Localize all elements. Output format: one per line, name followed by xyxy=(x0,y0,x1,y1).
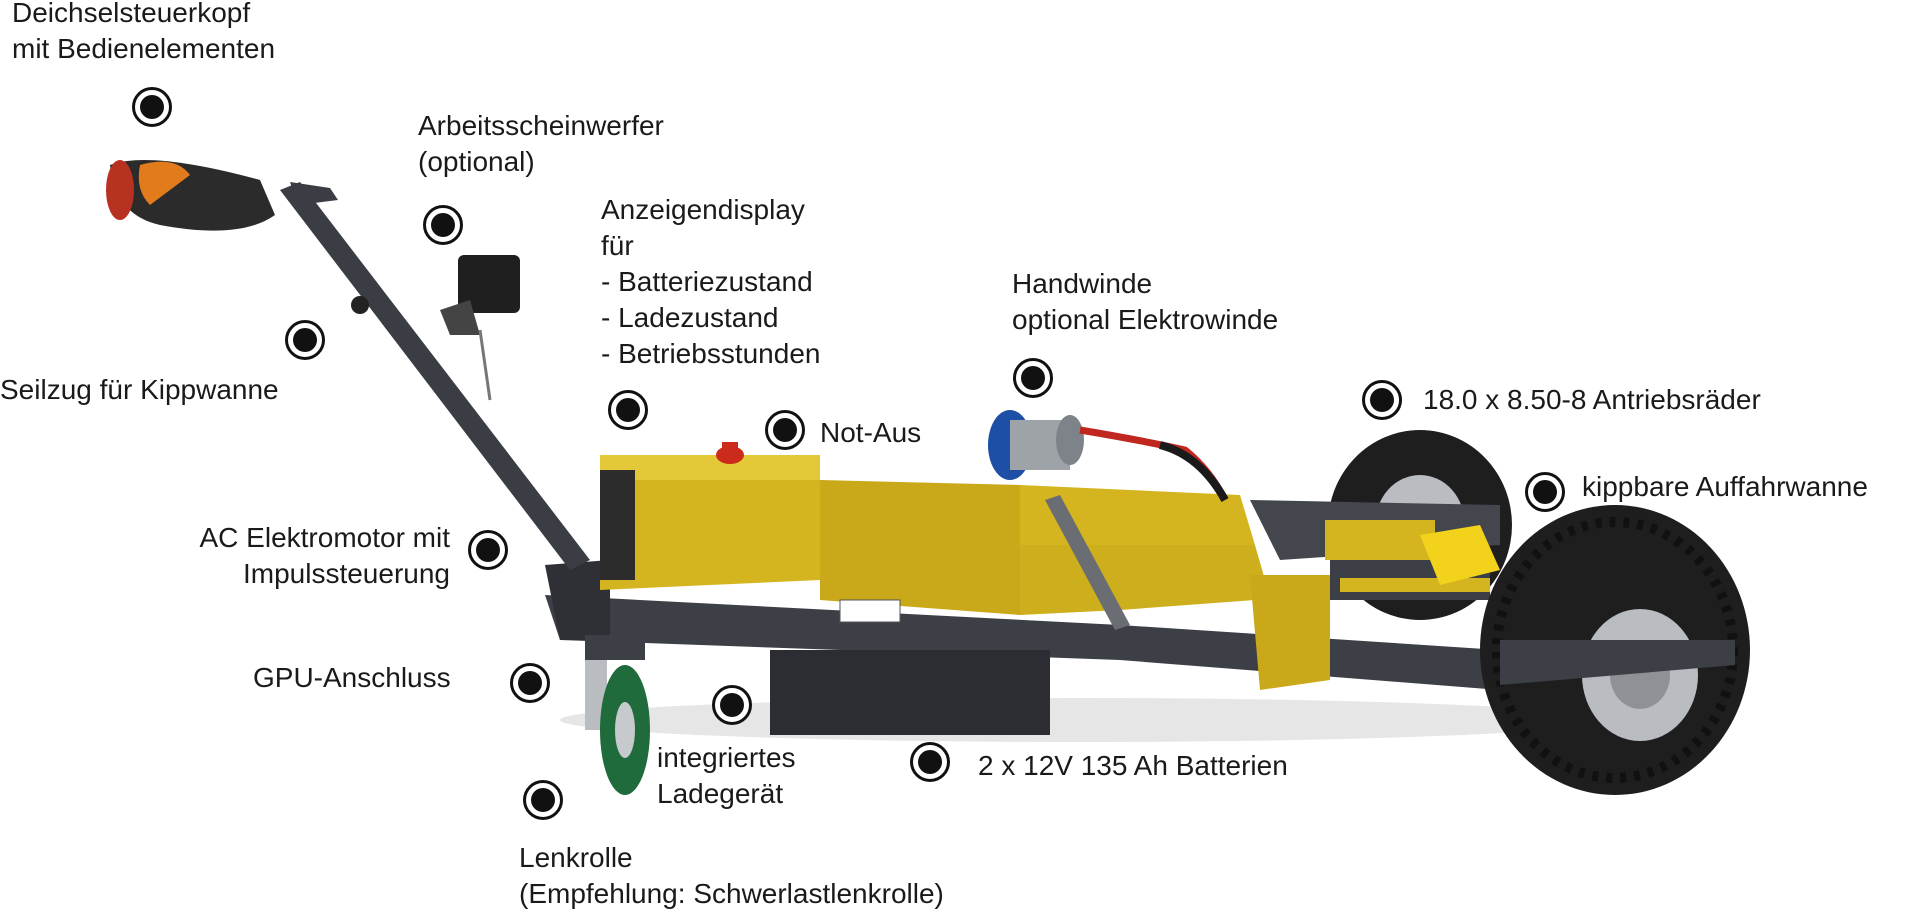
winch xyxy=(988,410,1229,630)
label-wanne: kippbare Auffahrwanne xyxy=(1582,469,1868,505)
label-line: - Betriebsstunden xyxy=(601,338,821,369)
label-line: integriertes xyxy=(657,742,796,773)
label-line: optional Elektrowinde xyxy=(1012,304,1279,335)
machine-body xyxy=(600,442,1330,690)
tiller-arm xyxy=(106,160,590,570)
marker-winde xyxy=(1013,358,1053,398)
battery-box xyxy=(770,650,1050,735)
label-line: - Batteriezustand xyxy=(601,266,813,297)
marker-raeder xyxy=(1362,380,1402,420)
label-seilzug: Seilzug für Kippwanne xyxy=(0,372,279,408)
label-motor: AC Elektromotor mit Impulssteuerung xyxy=(140,520,451,592)
label-raeder: 18.0 x 8.50-8 Antriebsräder xyxy=(1423,382,1761,418)
label-line: Seilzug für Kippwanne xyxy=(0,374,279,405)
label-line: - Ladezustand xyxy=(601,302,779,333)
label-line: kippbare Auffahrwanne xyxy=(1582,471,1868,502)
label-line: (Empfehlung: Schwerlastlenkrolle) xyxy=(519,878,944,909)
label-lader: integriertes Ladegerät xyxy=(657,740,796,812)
label-line: Ladegerät xyxy=(657,778,784,809)
caster-wheel xyxy=(585,635,650,795)
label-line: Anzeigendisplay xyxy=(601,194,805,225)
label-line: mit Bedienelementen xyxy=(12,33,276,64)
label-line: 18.0 x 8.50-8 Antriebsräder xyxy=(1423,384,1761,415)
label-display: Anzeigendisplay für - Batteriezustand - … xyxy=(601,192,820,372)
marker-motor xyxy=(468,530,508,570)
marker-wanne xyxy=(1525,472,1565,512)
label-line: Handwinde xyxy=(1012,268,1153,299)
label-line: GPU-Anschluss xyxy=(253,662,451,693)
label-winde: Handwinde optional Elektrowinde xyxy=(1012,266,1278,338)
label-batterien: 2 x 12V 135 Ah Batterien xyxy=(978,748,1288,784)
label-deichsel: Deichselsteuerkopf mit Bedienelementen xyxy=(12,0,275,67)
label-line: (optional) xyxy=(418,146,535,177)
label-line: Deichselsteuerkopf xyxy=(12,0,251,28)
marker-scheinwerfer xyxy=(423,205,463,245)
label-line: für xyxy=(601,230,634,261)
label-line: Arbeitsscheinwerfer xyxy=(418,110,664,141)
label-scheinwerfer: Arbeitsscheinwerfer (optional) xyxy=(418,108,664,180)
marker-gpu xyxy=(510,663,550,703)
label-line: Impulssteuerung xyxy=(242,558,450,589)
marker-lader xyxy=(712,685,752,725)
marker-deichsel xyxy=(132,87,172,127)
marker-display xyxy=(608,390,648,430)
label-line: Not-Aus xyxy=(820,417,922,448)
label-notaus: Not-Aus xyxy=(820,415,921,451)
label-line: Lenkrolle xyxy=(519,842,633,873)
label-lenkrolle: Lenkrolle (Empfehlung: Schwerlastlenkrol… xyxy=(519,840,944,912)
marker-seilzug xyxy=(285,320,325,360)
marker-batterien xyxy=(910,742,950,782)
label-line: AC Elektromotor mit xyxy=(199,522,451,553)
marker-lenkrolle xyxy=(523,780,563,820)
label-gpu: GPU-Anschluss xyxy=(253,660,451,696)
label-line: 2 x 12V 135 Ah Batterien xyxy=(978,750,1288,781)
marker-notaus xyxy=(765,410,805,450)
